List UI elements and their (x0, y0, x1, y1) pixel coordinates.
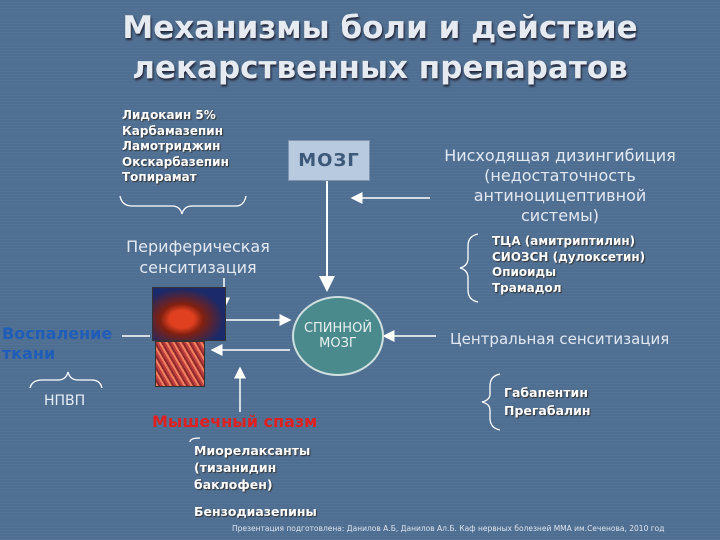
page-title: Механизмы боли и действие лекарственных … (122, 10, 638, 86)
footer-credit: Презентация подготовлена: Данилов А.Б, Д… (232, 524, 665, 533)
brain-box: МОЗГ (288, 140, 370, 181)
relaxants-list: Миорелаксанты (тизанидин баклофен) (194, 443, 311, 492)
tissue-image (152, 287, 226, 341)
benzo-label: Бензодиазепины (194, 504, 317, 519)
right-drugs-brace (459, 233, 479, 303)
descending-label: Нисходящая дизингибиция (недостаточность… (444, 146, 676, 225)
top-drugs-brace (119, 195, 247, 215)
peripheral-label: Периферическая сенситизация (126, 237, 270, 277)
right-drugs-list: ТЦА (амитриптилин) СИОЗСН (дулоксетин) О… (492, 234, 646, 295)
central-label: Центральная сенситизация (450, 330, 670, 348)
gaba-brace (481, 373, 501, 431)
top-drugs-list: Лидокаин 5% Карбамазепин Ламотриджин Окс… (122, 108, 229, 184)
inflammation-label: Воспаление ткани (2, 324, 113, 363)
muscle-image (155, 341, 205, 387)
gaba-list: Габапентин Прегабалин (504, 385, 591, 418)
inflammation-brace (29, 371, 103, 389)
muscle-spasm-label: Мышечный спазм (152, 412, 318, 431)
nsaid-label: НПВП (44, 393, 86, 409)
spinal-cord-circle: СПИННОЙ МОЗГ (292, 296, 384, 376)
